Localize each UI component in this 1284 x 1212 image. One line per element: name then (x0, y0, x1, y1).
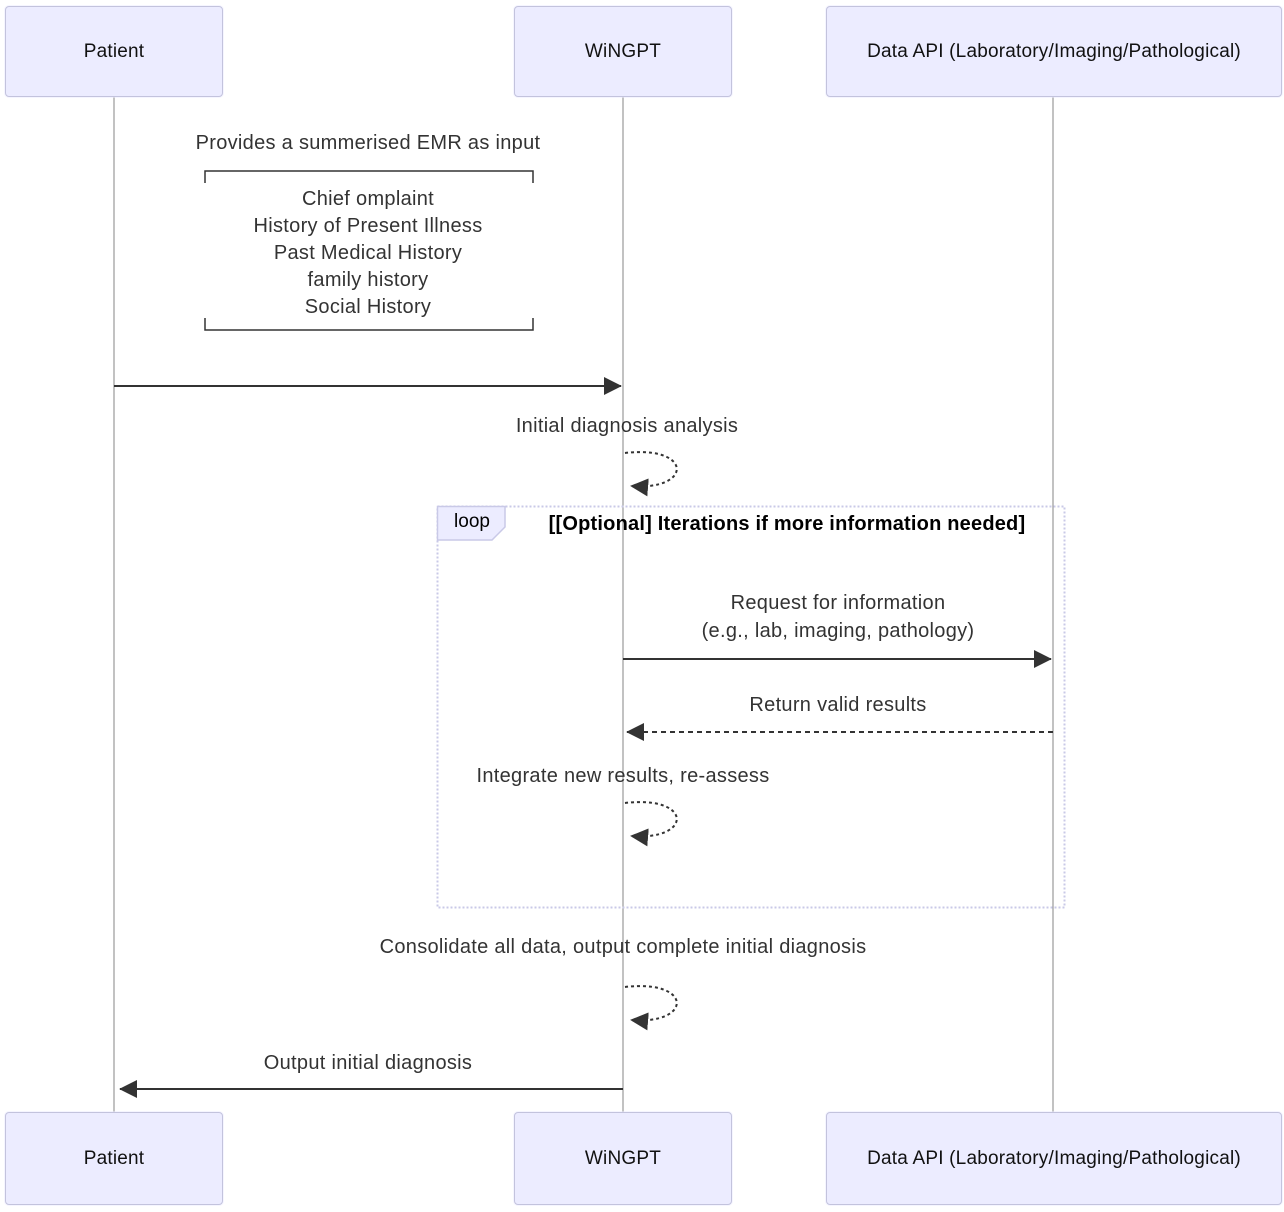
emr-note-line: Past Medical History (273, 242, 463, 264)
request-info-line: (e.g., lab, imaging, pathology) (701, 620, 975, 642)
message-consolidate: Consolidate all data, output complete in… (379, 936, 867, 958)
actor-bottom-wingpt: WiNGPT (514, 1112, 732, 1205)
actor-label: Data API (Laboratory/Imaging/Pathologica… (867, 40, 1241, 62)
message-integrate: Integrate new results, re-assess (476, 765, 770, 787)
actor-top-patient: Patient (5, 6, 223, 97)
message-emr-note: Chief omplaint History of Present Illnes… (254, 186, 483, 321)
emr-bracket-top (204, 170, 534, 183)
emr-note-line: family history (307, 269, 429, 291)
loop-frame (436, 505, 1066, 909)
actor-top-wingpt: WiNGPT (514, 6, 732, 97)
actor-top-dataapi: Data API (Laboratory/Imaging/Pathologica… (826, 6, 1282, 97)
emr-bracket-bottom (204, 318, 534, 331)
message-return-results: Return valid results (749, 694, 927, 716)
actor-label: Patient (83, 1147, 145, 1169)
request-info-line: Request for information (730, 592, 946, 614)
actor-bottom-patient: Patient (5, 1112, 223, 1205)
emr-note-line: History of Present Illness (253, 215, 483, 237)
selfloop-integrate (624, 801, 678, 847)
message-output-diagnosis: Output initial diagnosis (263, 1052, 473, 1074)
message-emr-input: Provides a summerised EMR as input (195, 132, 541, 154)
actor-label: WiNGPT (584, 1147, 662, 1169)
emr-note-line: Social History (304, 296, 432, 318)
actor-label: WiNGPT (584, 40, 662, 62)
loop-label-tag (436, 505, 506, 541)
message-request-info: Request for information (e.g., lab, imag… (702, 589, 975, 645)
actor-label: Data API (Laboratory/Imaging/Pathologica… (867, 1147, 1241, 1169)
selfloop-initial-analysis (624, 451, 678, 497)
actor-bottom-dataapi: Data API (Laboratory/Imaging/Pathologica… (826, 1112, 1282, 1205)
selfloop-consolidate (624, 985, 678, 1031)
loop-title: [[Optional] Iterations if more informati… (548, 513, 1026, 535)
loop-label: loop (454, 511, 490, 532)
actor-label: Patient (83, 40, 145, 62)
message-initial-analysis: Initial diagnosis analysis (515, 415, 739, 437)
emr-note-line: Chief omplaint (301, 188, 435, 210)
